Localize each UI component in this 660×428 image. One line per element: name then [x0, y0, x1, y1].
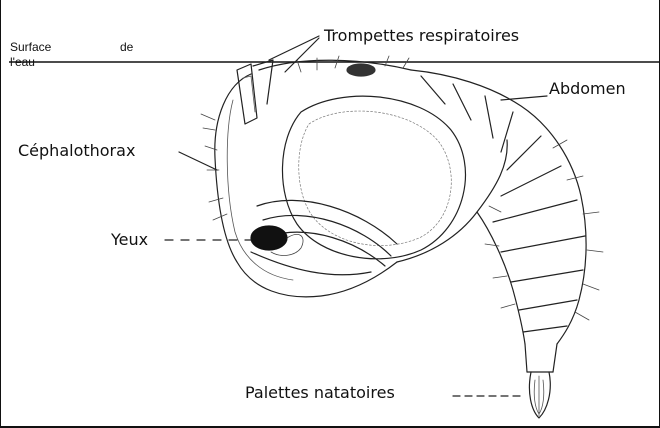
label-cephalothorax: Céphalothorax	[18, 142, 135, 160]
label-yeux: Yeux	[111, 231, 148, 249]
leader-trompettes-1	[269, 36, 319, 60]
eye	[251, 226, 287, 250]
label-palettes-natatoires: Palettes natatoires	[245, 384, 395, 402]
leader-cephalothorax	[179, 152, 217, 170]
water-surface-word-de: de	[120, 41, 133, 54]
water-surface-word-eau: l'eau	[10, 56, 35, 69]
label-trompettes-respiratoires: Trompettes respiratoires	[324, 27, 519, 45]
respiratory-trumpet-left	[237, 64, 257, 124]
leader-trompettes-2	[285, 38, 319, 72]
wing-pad	[282, 96, 465, 259]
abdomen-outline-inner	[397, 140, 507, 262]
dorsal-spot	[347, 64, 375, 76]
swim-paddles	[529, 372, 550, 418]
label-abdomen: Abdomen	[549, 80, 626, 98]
water-surface-word-surface: Surface	[10, 41, 51, 54]
